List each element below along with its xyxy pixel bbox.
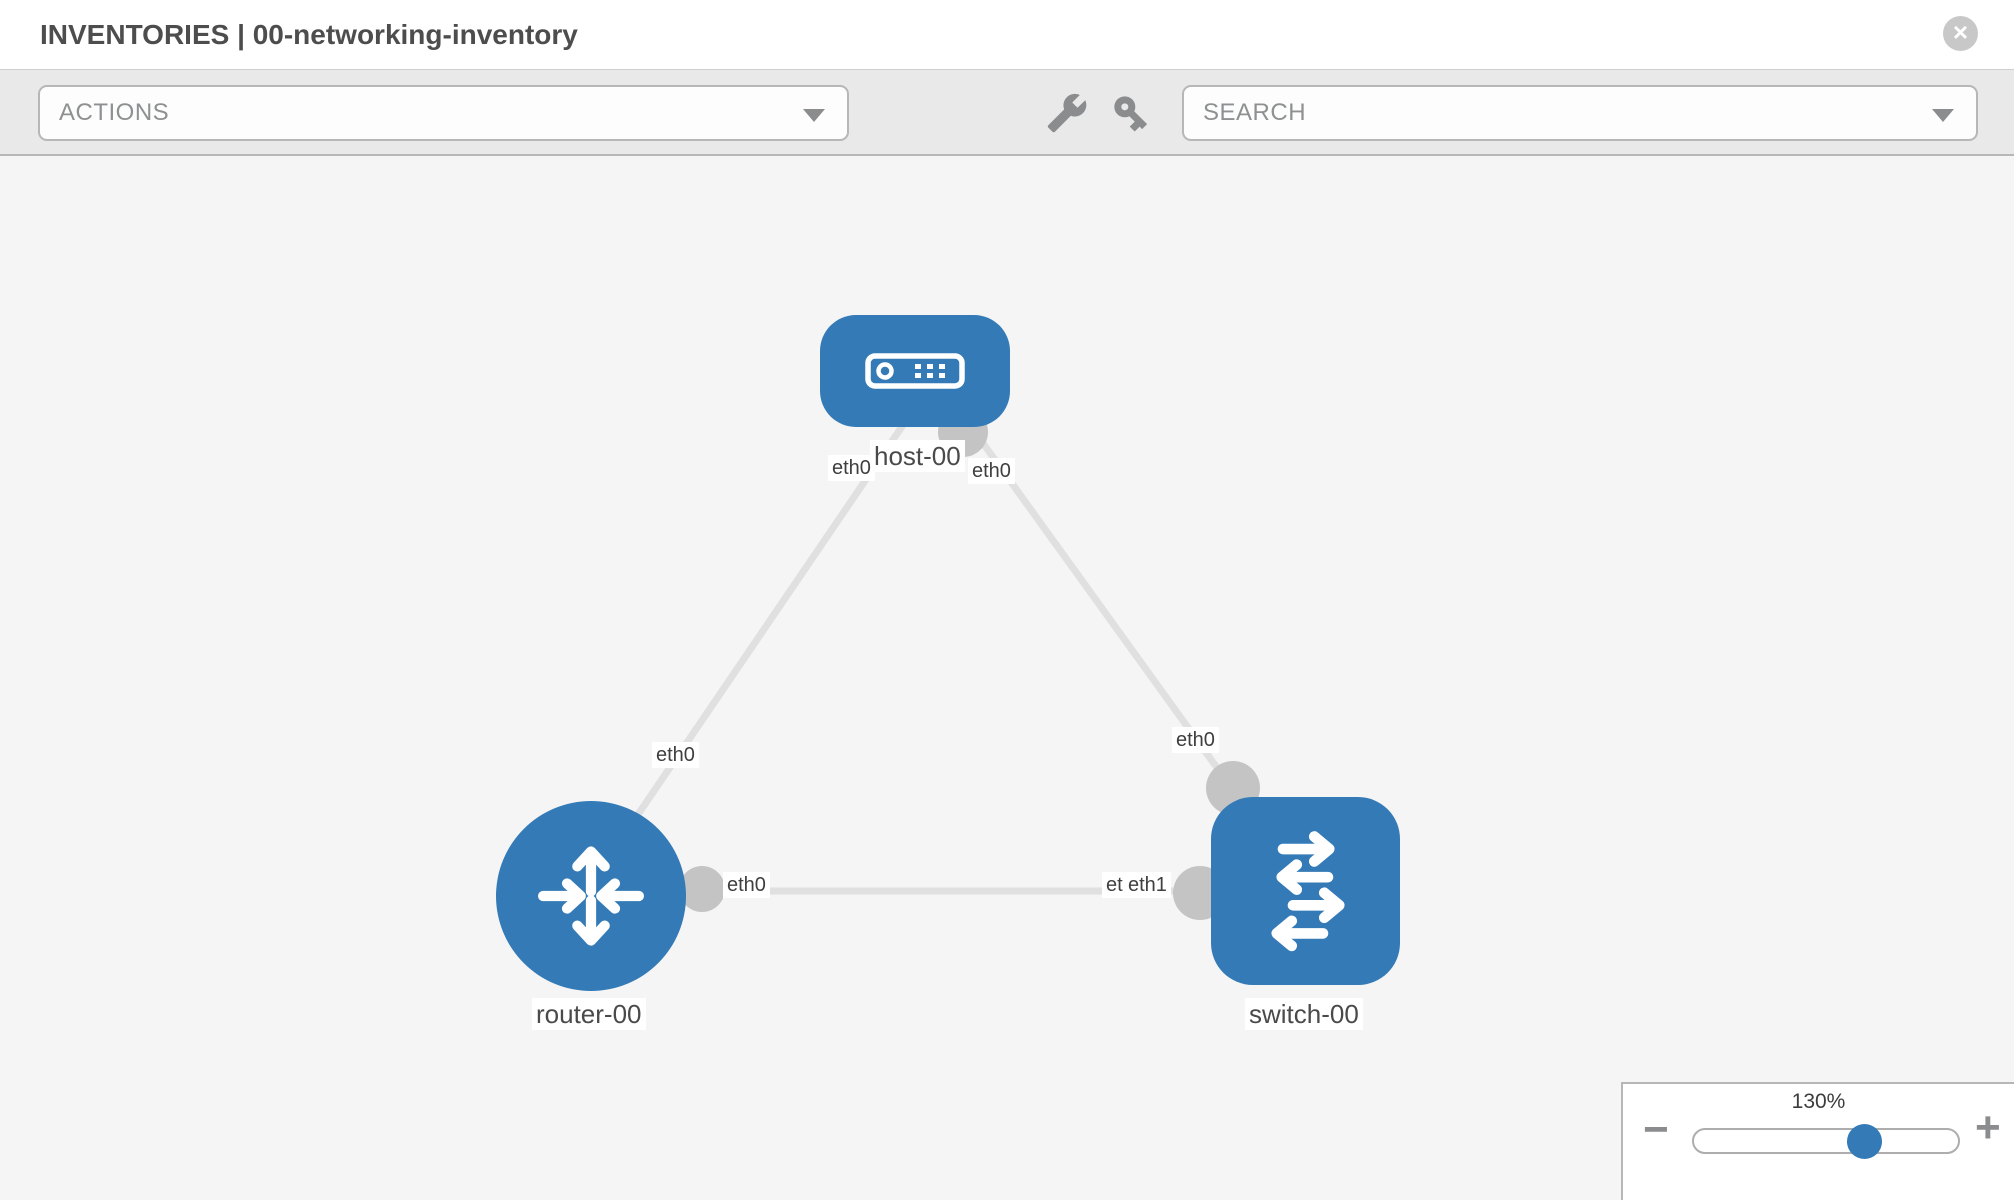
zoom-in-button[interactable]: +: [1975, 1106, 2001, 1150]
switch-icon: [1271, 831, 1345, 952]
wrench-icon: [1047, 93, 1087, 133]
host-icon: [865, 353, 965, 389]
iface-label-switch-lateral-eth1: eth1: [1124, 872, 1171, 898]
node-router-00[interactable]: [496, 801, 686, 991]
minus-icon: −: [1643, 1105, 1669, 1154]
toolbar: ACTIONS SEARCH: [0, 70, 2014, 156]
zoom-slider[interactable]: [1692, 1128, 1960, 1154]
search-dropdown[interactable]: SEARCH: [1182, 85, 1978, 141]
node-label-host: host-00: [870, 440, 965, 472]
page-title: INVENTORIES | 00-networking-inventory: [40, 19, 578, 50]
node-label-router: router-00: [532, 998, 646, 1030]
key-icon: [1114, 96, 1148, 132]
zoom-level: 130%: [1791, 1090, 1846, 1113]
iface-label-router-uplink: eth0: [652, 742, 699, 768]
actions-dropdown[interactable]: ACTIONS: [38, 85, 849, 141]
zoom-panel: 130% − +: [1621, 1082, 2014, 1200]
interface-dot-router[interactable]: [679, 866, 725, 912]
zoom-slider-thumb[interactable]: [1847, 1124, 1882, 1159]
header: INVENTORIES | 00-networking-inventory ×: [0, 0, 2014, 70]
credentials-button[interactable]: [1110, 92, 1152, 134]
iface-label-switch-uplink: eth0: [1172, 727, 1219, 753]
close-icon: ×: [1952, 17, 1969, 47]
iface-label-host-right: eth0: [968, 458, 1015, 484]
zoom-out-button[interactable]: −: [1643, 1108, 1669, 1152]
actions-dropdown-label: ACTIONS: [59, 99, 170, 126]
topology-canvas[interactable]: host-00 router-00 switch-00 eth0 eth0 et…: [0, 156, 2014, 1200]
close-button[interactable]: ×: [1943, 16, 1978, 51]
node-label-switch: switch-00: [1245, 998, 1363, 1030]
configure-button[interactable]: [1046, 92, 1088, 134]
topology-links: [619, 423, 1236, 895]
router-icon: [537, 846, 645, 946]
chevron-down-icon: [803, 109, 825, 122]
plus-icon: +: [1975, 1103, 2001, 1152]
link-host-router[interactable]: [619, 423, 906, 840]
node-switch-00[interactable]: [1211, 797, 1400, 985]
node-host-00[interactable]: [820, 315, 1010, 427]
chevron-down-icon: [1932, 109, 1954, 122]
search-dropdown-label: SEARCH: [1203, 99, 1307, 126]
iface-label-host-left: eth0: [828, 455, 875, 481]
iface-label-router-lateral: eth0: [723, 872, 770, 898]
